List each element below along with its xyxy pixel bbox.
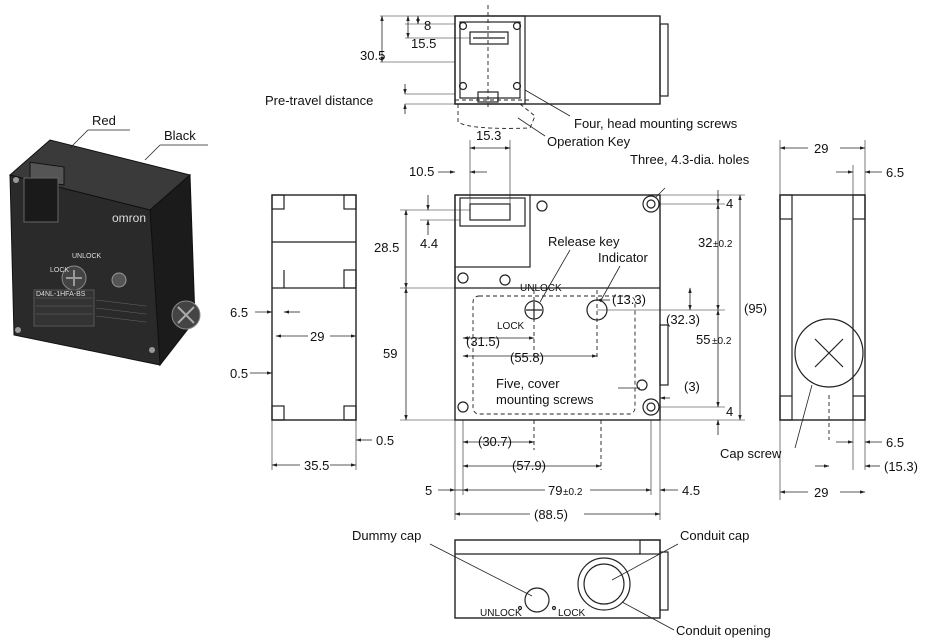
label-unlock-bottom: UNLOCK [480,608,522,619]
dim-79-tol: ±0.2 [563,487,583,498]
front-view [454,194,669,470]
label-indicator: Indicator [598,250,649,265]
dim-32-tol: ±0.2 [713,239,733,250]
dim-6-5-left: 6.5 [230,305,248,320]
right-side-dims [779,140,882,500]
bottom-view [454,539,669,619]
dim-55-8: (55.8) [510,350,544,365]
label-black: Black [164,128,196,143]
label-holes: Three, 4.3-dia. holes [630,152,750,167]
dim-29-right-top: 29 [814,141,828,156]
dim-4-5: 4.5 [682,483,700,498]
leader-conduit-cap [611,543,679,581]
top-view-dims [380,15,470,114]
label-conduit-opening: Conduit opening [676,623,771,638]
dim-8: 8 [424,18,431,33]
dim-31-5: (31.5) [466,334,500,349]
dim-6-5-right-top: 6.5 [886,165,904,180]
label-dummy-cap: Dummy cap [352,528,421,543]
product-photo [8,139,201,367]
dim-32-3: (32.3) [666,312,700,327]
dim-3: (3) [684,379,700,394]
dim-55-tol: ±0.2 [712,336,732,347]
label-lock-small: LOCK [497,321,525,332]
dim-29-left: 29 [310,329,324,344]
dim-4-bottom: 4 [726,404,733,419]
dim-29-right-bottom: 29 [814,485,828,500]
dim-4-4: 4.4 [420,236,438,251]
label-operation-key: Operation Key [547,134,631,149]
leader-conduit-opening [621,601,675,631]
dim-28-5: 28.5 [374,240,399,255]
photo-callouts [69,129,208,161]
label-cover-screws-1: Five, cover [496,376,560,391]
front-view-dims [400,140,745,520]
dim-79: 79 [548,483,562,498]
dim-32: 32 [698,235,712,250]
label-unlock-small: UNLOCK [520,283,562,294]
leader-dummy-cap [429,543,533,597]
dim-57-9: (57.9) [512,458,546,473]
label-release-key: Release key [548,234,620,249]
dim-15-3: 15.3 [476,128,501,143]
dim-4-top: 4 [726,196,733,211]
photo-lock: LOCK [50,267,69,274]
dim-55: 55 [696,332,710,347]
label-pre-travel: Pre-travel distance [265,93,373,108]
dim-88-5: (88.5) [534,507,568,522]
dim-30-5: 30.5 [360,48,385,63]
dim-5: 5 [425,483,432,498]
photo-brand: omron [112,211,146,225]
dim-6-5-right-bottom: 6.5 [886,435,904,450]
leader-operation-key [517,117,546,137]
dim-15-3-right: (15.3) [884,459,918,474]
dim-15-5: 15.5 [411,36,436,51]
leader-head-screws [524,89,571,117]
dim-13-3: (13.3) [612,292,646,307]
left-side-view [271,194,357,421]
dim-59: 59 [383,346,397,361]
photo-unlock: UNLOCK [72,253,102,260]
label-cover-screws-2: mounting screws [496,392,594,407]
label-lock-bottom: LOCK [558,608,586,619]
leader-release-key [539,249,571,303]
dim-30-7: (30.7) [478,434,512,449]
label-conduit-cap: Conduit cap [680,528,749,543]
right-side-view [779,194,866,440]
leader-indicator [599,265,621,303]
label-cap-screw: Cap screw [720,446,782,461]
left-side-dims [250,310,372,470]
photo-model: D4NL-1HFA-BS [36,291,86,298]
dim-10-5: 10.5 [409,164,434,179]
label-red: Red [92,113,116,128]
dim-35-5: 35.5 [304,458,329,473]
dim-0-5-bottom: 0.5 [376,433,394,448]
dim-0-5-left: 0.5 [230,366,248,381]
top-view [454,5,669,129]
label-head-screws: Four, head mounting screws [574,116,738,131]
dim-95: (95) [744,301,767,316]
